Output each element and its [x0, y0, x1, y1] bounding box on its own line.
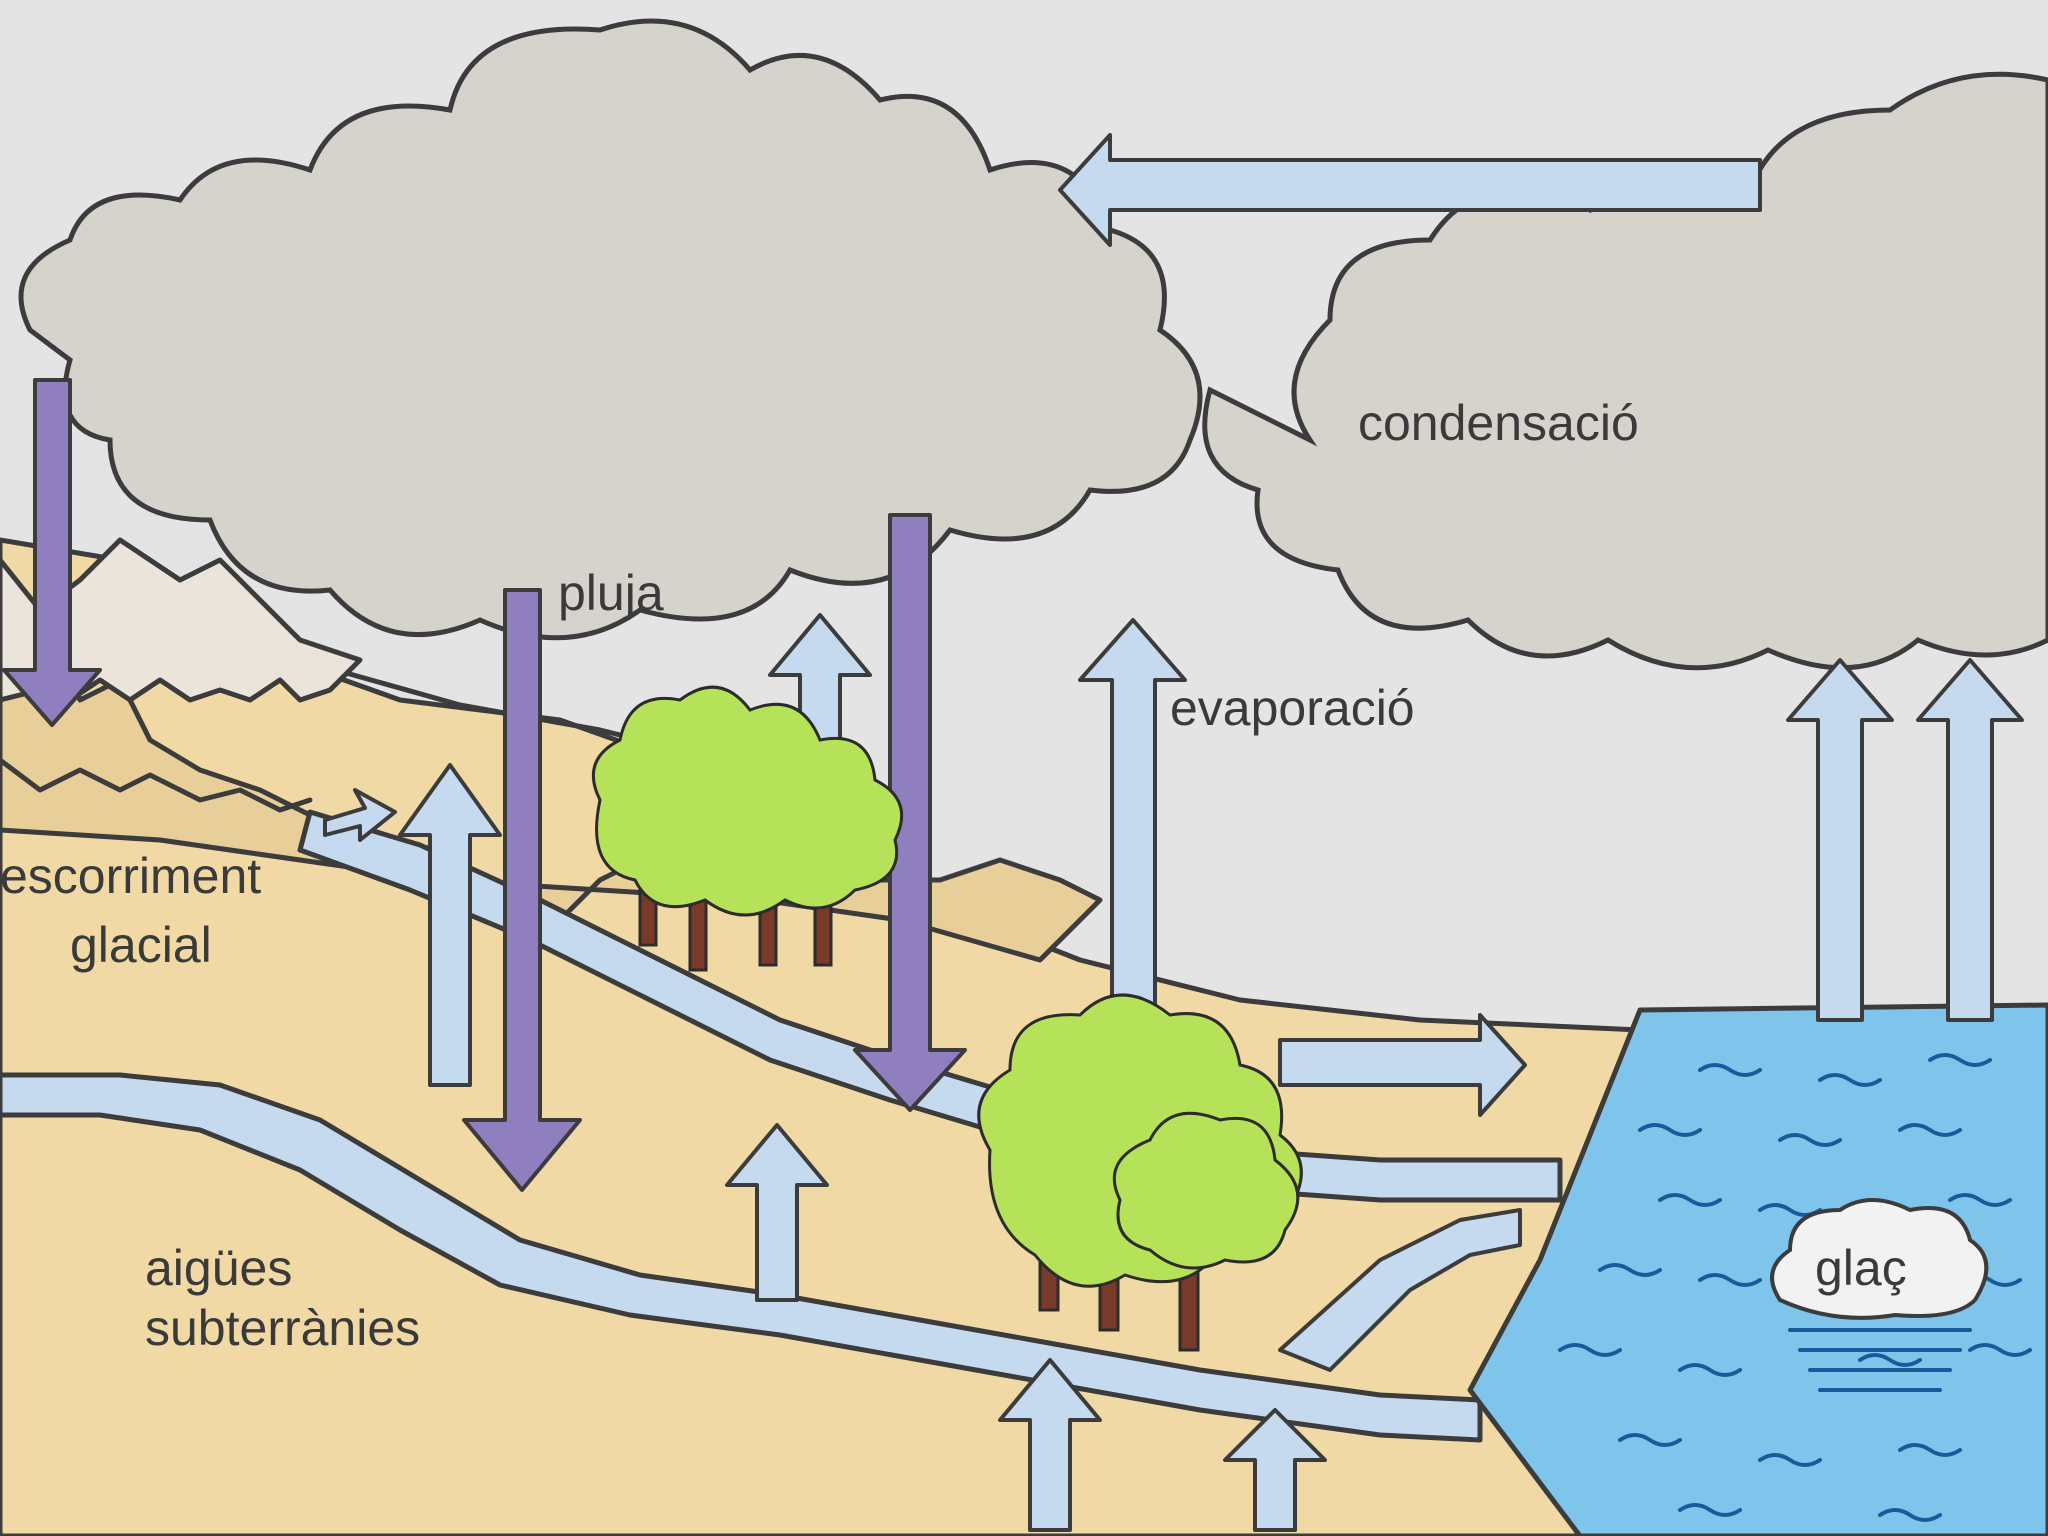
vapor-arrow-3 — [1078, 618, 1187, 1052]
label-glacial: glacial — [70, 917, 212, 973]
label-subterranies: subterrànies — [145, 1300, 420, 1356]
label-condensacio: condensació — [1358, 395, 1639, 451]
vapor-arrow-6 — [1223, 1408, 1327, 1532]
iceberg — [1770, 1198, 1989, 1320]
cloud-right — [1202, 71, 2048, 671]
cloud-left — [18, 18, 1203, 641]
label-glac: glaç — [1815, 1240, 1907, 1296]
mountain-ridge — [0, 757, 313, 813]
label-evaporacio: evaporació — [1170, 680, 1415, 736]
rain-arrow-right — [853, 513, 967, 1112]
groundwater-channel — [0, 1072, 1483, 1443]
groundwater-branch — [1278, 1208, 1522, 1372]
label-aigues: aigües — [145, 1240, 292, 1296]
vapor-arrow-sea-1 — [1786, 658, 1894, 1022]
sea-waves — [1558, 1053, 2032, 1522]
vapor-arrow-1 — [398, 763, 502, 1087]
runoff-arrow-upper — [323, 788, 397, 842]
iceberg-reflection — [1788, 1328, 1972, 1392]
trees-lower — [977, 993, 1303, 1352]
rain-arrow-left — [2, 378, 102, 727]
vapor-arrow-4 — [725, 1123, 829, 1302]
vapor-arrow-5 — [998, 1358, 1102, 1532]
rain-arrow-center — [462, 588, 582, 1192]
sea — [1467, 1002, 2048, 1536]
trees-upper — [591, 685, 904, 972]
cloud-movement-arrow — [1058, 133, 1762, 247]
vapor-arrow-sea-2 — [1916, 658, 2024, 1022]
label-escorriment: escorriment — [0, 848, 261, 904]
runoff-arrow — [1278, 1013, 1527, 1117]
mountain-snow — [0, 537, 363, 703]
surface-river — [297, 809, 1563, 1203]
label-pluja: pluja — [558, 565, 664, 621]
